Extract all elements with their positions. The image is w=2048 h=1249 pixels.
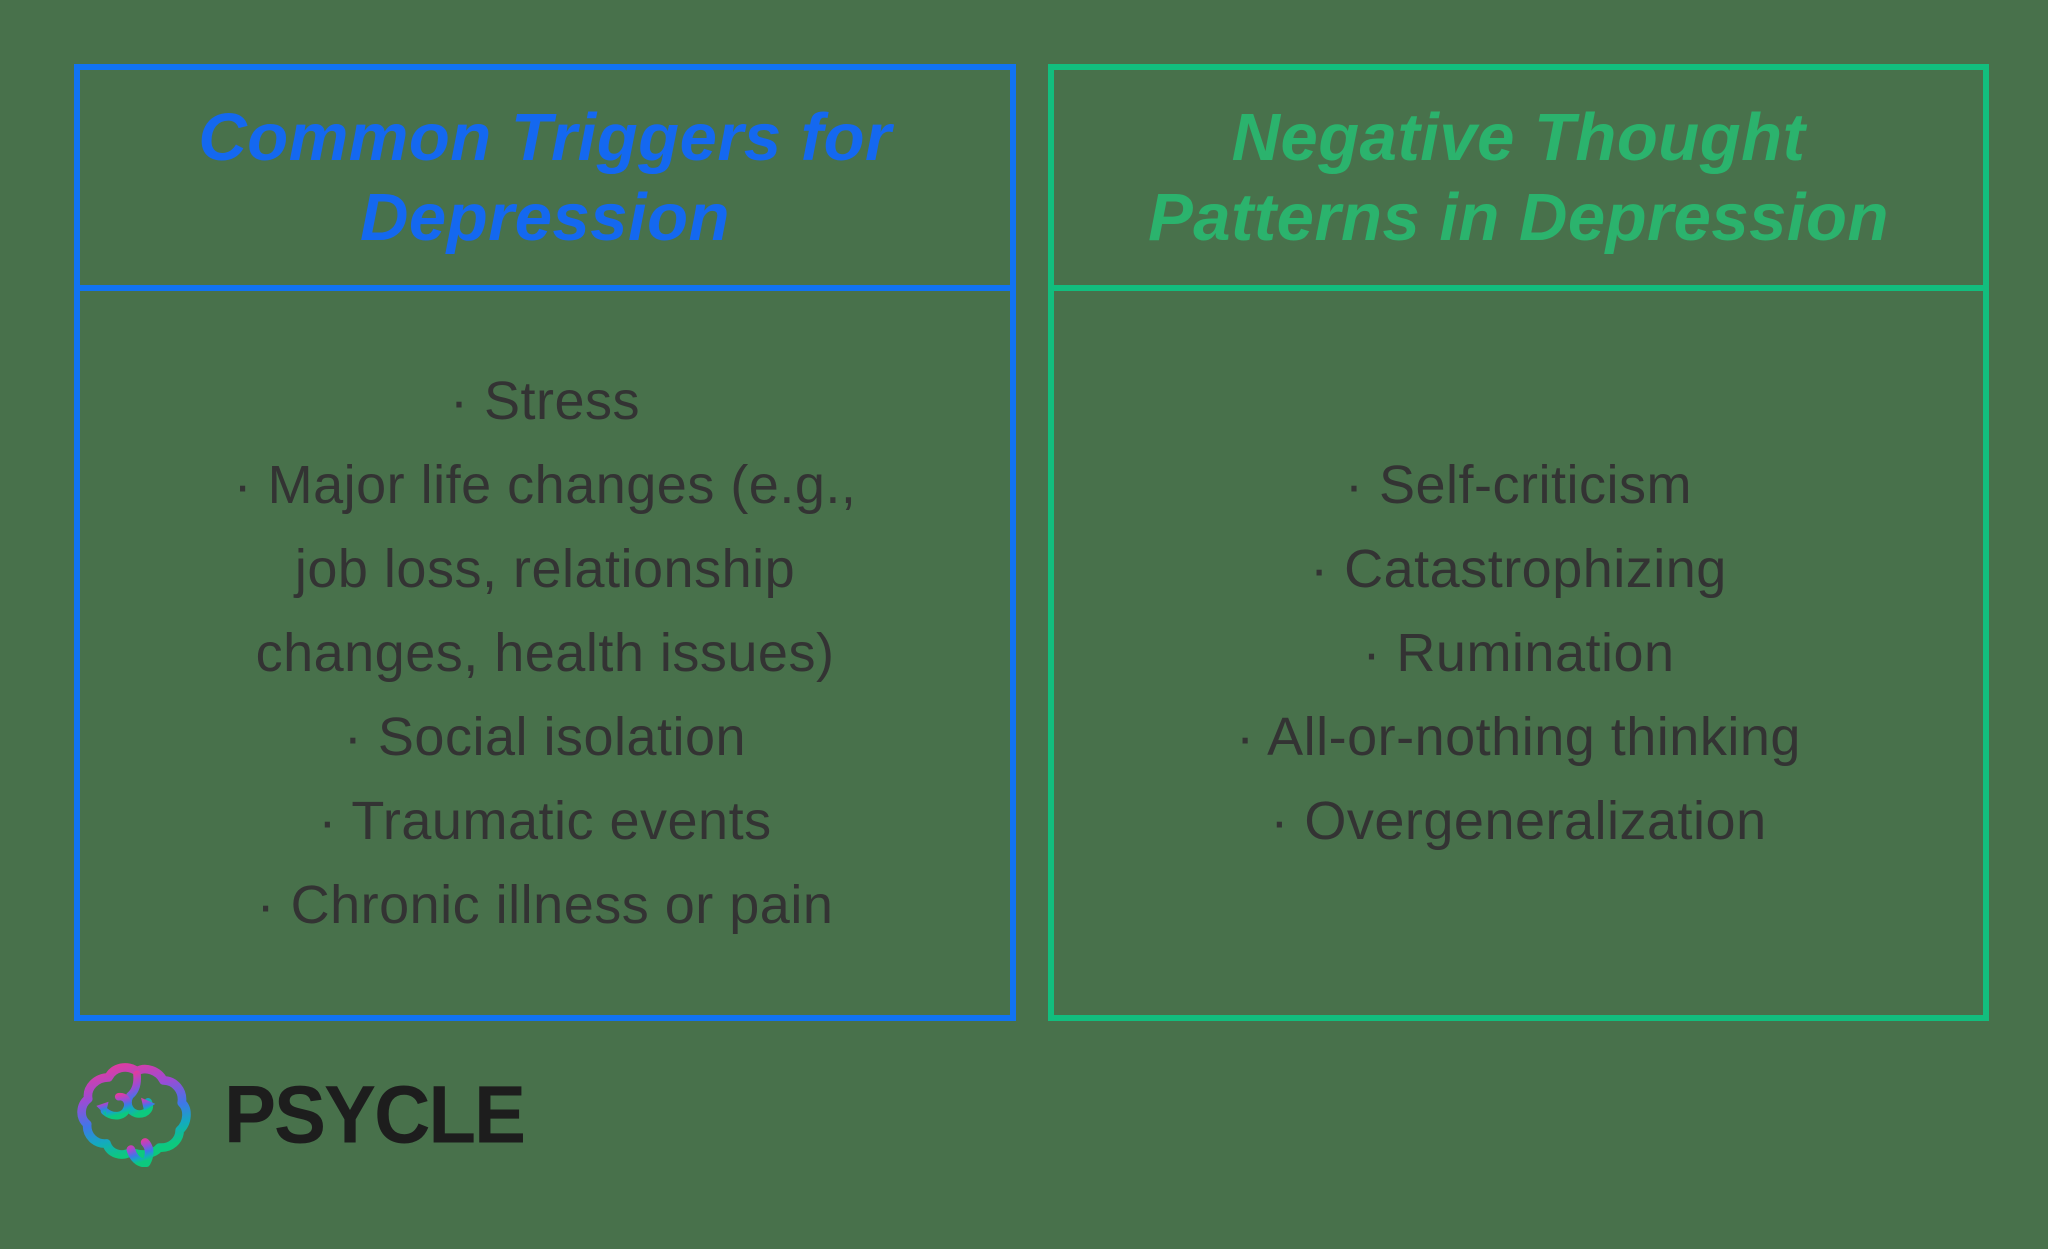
list-line: · Rumination — [1362, 623, 1675, 683]
card-title-line: Negative Thought — [1231, 99, 1806, 175]
list-line: · Self-criticism — [1345, 455, 1692, 515]
psycle-logo: PSYCLE — [74, 1058, 526, 1170]
logo-wordmark: PSYCLE — [224, 1067, 526, 1160]
card-title-line: Common Triggers for — [198, 99, 892, 175]
brain-cycle-icon — [77, 1063, 191, 1167]
card-body-negative-thought-patterns: · Self-criticism · Catastrophizing · Rumin… — [1054, 291, 1983, 1015]
list-line: · Traumatic events — [318, 791, 772, 851]
card-body-common-triggers: · Stress · Major life changes (e.g., job l… — [80, 291, 1010, 1015]
list-line: changes, health issues) — [255, 623, 835, 683]
list-line: · Social isolation — [343, 707, 747, 767]
list-line: · Catastrophizing — [1310, 539, 1727, 599]
list-line: · All-or-nothing thinking — [1236, 707, 1801, 767]
list-line: · Chronic illness or pain — [256, 875, 834, 935]
list-line: job loss, relationship — [294, 539, 796, 599]
list-line: · Overgeneralization — [1270, 791, 1767, 851]
card-title-line: Patterns in Depression — [1148, 179, 1889, 255]
list-line: · Stress — [449, 371, 641, 431]
card-title-line: Depression — [360, 179, 730, 255]
list-line: · Major life changes (e.g., — [233, 455, 857, 515]
